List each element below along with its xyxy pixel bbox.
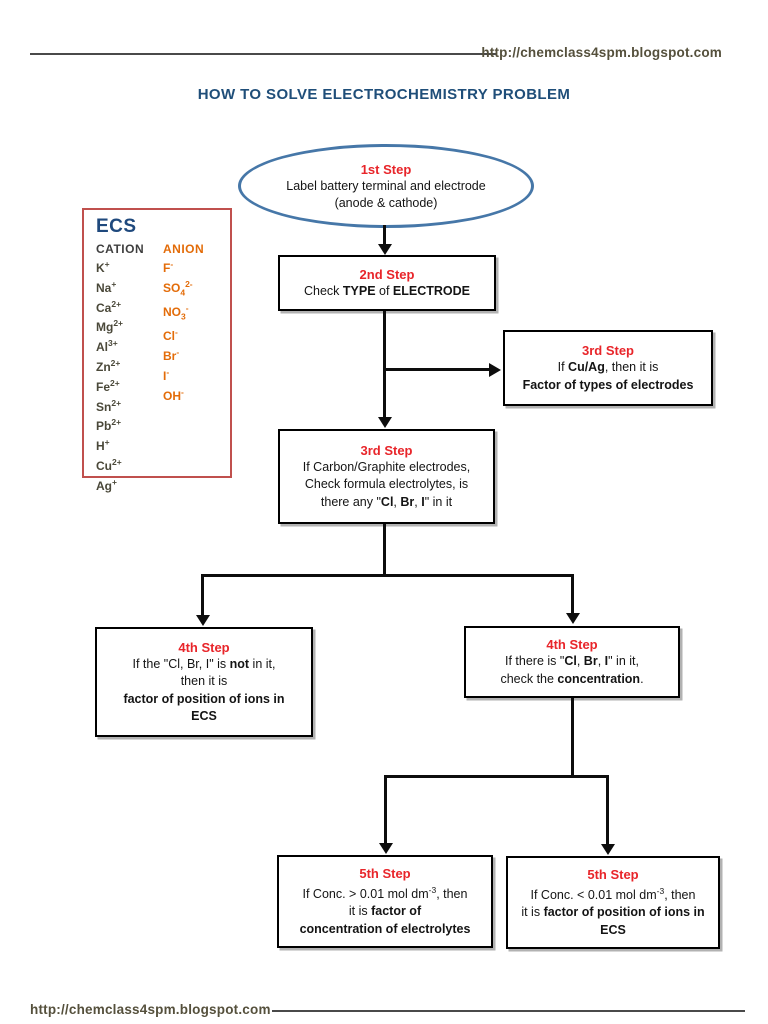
step4-right-body: If there is "Cl, Br, I" in it,check the … xyxy=(500,654,644,686)
connector-split-5th xyxy=(384,775,609,778)
arrowhead-into-step5r xyxy=(601,844,615,855)
ion-entry: Br- xyxy=(163,346,180,363)
step4-right-label: 4th Step xyxy=(546,637,598,652)
page-title: HOW TO SOLVE ELECTROCHEMISTRY PROBLEM xyxy=(197,86,571,103)
connector-down-step5l xyxy=(384,775,387,844)
step1-text-line1: Label battery terminal and electrode xyxy=(286,178,486,193)
ecs-title: ECS xyxy=(96,216,137,237)
cation-header: CATION xyxy=(96,242,145,256)
anion-column: ANION F- SO42- NO3- Cl- Br- I- OH- xyxy=(163,241,230,495)
ion-entry: Zn2+ xyxy=(96,357,121,374)
ion-entry: Cu2+ xyxy=(96,456,122,473)
ion-entry: Mg2+ xyxy=(96,318,124,335)
connector-down-step4r xyxy=(571,574,574,614)
footer-divider-line xyxy=(272,1010,745,1012)
step5-left-label: 5th Step xyxy=(359,865,411,881)
node-step1: 1st Step Label battery terminal and elec… xyxy=(238,144,534,228)
ion-entry: K+ xyxy=(96,259,110,275)
step2-label: 2nd Step xyxy=(359,266,415,282)
header-divider-line xyxy=(30,53,497,55)
anion-header: ANION xyxy=(163,242,205,256)
ion-entry: H+ xyxy=(96,437,110,454)
arrowhead-into-step4l xyxy=(196,615,210,626)
anion-list: F- SO42- NO3- Cl- Br- I- OH- xyxy=(163,257,230,404)
ion-entry: Al3+ xyxy=(96,338,118,355)
arrowhead-into-step3c xyxy=(378,417,392,428)
ion-entry: Sn2+ xyxy=(96,397,122,414)
ion-entry: Ag+ xyxy=(96,476,117,493)
ion-entry: Na+ xyxy=(96,278,117,295)
ion-entry: I- xyxy=(163,366,170,383)
step2-body: Check TYPE of ELECTRODE xyxy=(303,283,471,298)
connector-step4r-down xyxy=(571,698,574,778)
step4-left-label: 4th Step xyxy=(178,639,230,655)
ion-entry: SO42- xyxy=(163,278,193,298)
connector-down-step4l xyxy=(201,574,204,616)
arrowhead-into-step5l xyxy=(379,843,393,854)
ecs-reference-box: ECS CATION K+ Na+ Ca2+ Mg2+ Al3+ Zn2+ Fe2+ Sn2+… xyxy=(82,208,232,493)
ion-entry: F- xyxy=(163,259,174,275)
step1-label: 1st Step xyxy=(360,161,412,177)
connector-split-4th xyxy=(201,574,574,577)
arrowhead-into-step2 xyxy=(378,244,392,255)
step3-center-label: 3rd Step xyxy=(360,442,413,458)
connector-step3c-down xyxy=(383,524,386,577)
step3-center-body: If Carbon/Graphite electrodes,Check form… xyxy=(302,459,471,509)
cation-column: CATION K+ Na+ Ca2+ Mg2+ Al3+ Zn2+ Fe2+ Sn2+ Pb2+… xyxy=(96,241,163,495)
ion-entry: Cl- xyxy=(163,327,178,344)
header-url: http://chemclass4spm.blogspot.com xyxy=(481,45,722,60)
step4-left-body: If the "Cl, Br, I" is not in it,then it … xyxy=(123,656,285,724)
cation-list: K+ Na+ Ca2+ Mg2+ Al3+ Zn2+ Fe2+ Sn2+ Pb2+ H+ Cu2+ A… xyxy=(96,257,163,495)
ion-entry: OH- xyxy=(163,386,184,403)
connector-down-step5r xyxy=(606,775,609,845)
connector-ellipse-to-step2 xyxy=(383,225,386,245)
ion-entry: Pb2+ xyxy=(96,417,122,434)
arrowhead-into-step3r xyxy=(489,363,501,377)
node-step4-right: 4th Step If there is "Cl, Br, I" in it,ch… xyxy=(464,626,680,698)
connector-step2-to-step3c xyxy=(383,311,386,418)
step1-text-line2: (anode & cathode) xyxy=(334,195,438,210)
step5-right-label: 5th Step xyxy=(587,866,639,882)
arrowhead-into-step4r xyxy=(566,613,580,624)
ion-entry: Fe2+ xyxy=(96,377,120,394)
step3-right-label: 3rd Step xyxy=(581,343,634,358)
connector-branch-to-step3r xyxy=(385,368,489,371)
ion-entry: NO3- xyxy=(163,302,189,322)
ion-entry: Ca2+ xyxy=(96,298,122,315)
footer-url: http://chemclass4spm.blogspot.com xyxy=(30,1002,271,1017)
